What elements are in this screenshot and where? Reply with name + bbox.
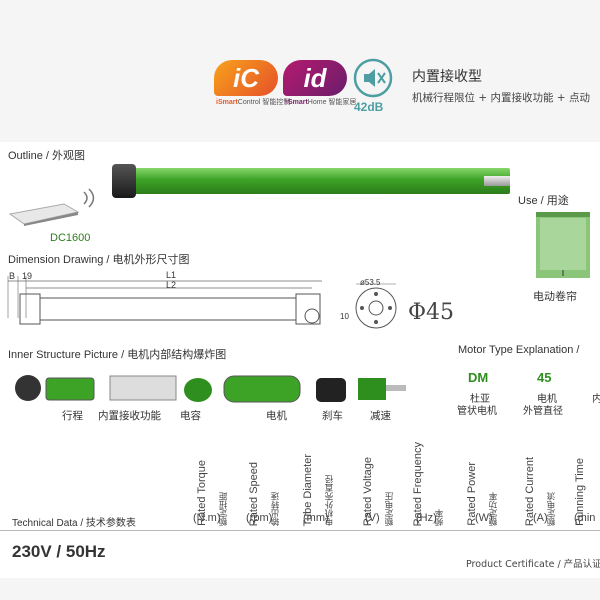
unit-voltage: (V) bbox=[365, 512, 380, 524]
dim-l2-label: L2 bbox=[166, 280, 177, 290]
dim-small-diameter: ø53.5 bbox=[360, 278, 381, 287]
outline-heading: Outline / 外观图 bbox=[8, 150, 86, 162]
part-label-brake: 刹车 bbox=[322, 410, 343, 422]
technical-data-heading: Technical Data / 技术参数表 bbox=[12, 518, 136, 529]
signal-wave-icon bbox=[83, 188, 95, 208]
unit-current: (A) bbox=[533, 512, 548, 524]
ismart-control-logo: iC bbox=[214, 60, 278, 96]
ismart-control-caption: iSmartControl 智能控制 bbox=[216, 99, 291, 106]
footer-band bbox=[0, 578, 600, 600]
mute-speaker-icon bbox=[353, 58, 393, 98]
unit-diameter: (mm) bbox=[303, 512, 329, 524]
motor-tube bbox=[118, 168, 510, 194]
table-divider bbox=[0, 530, 600, 531]
motor-shaft bbox=[484, 176, 510, 186]
unit-frequency: (Hz) bbox=[416, 512, 437, 524]
dim-b-label: B bbox=[9, 271, 16, 281]
product-subtitle: 机械行程限位 + 内置接收功能 + 点动 bbox=[412, 92, 590, 104]
motor-code-dm-desc-1: 杜亚 bbox=[470, 394, 490, 405]
ismart-home-logo: id bbox=[283, 60, 347, 96]
end-view-drawing bbox=[355, 283, 397, 329]
part-label-limit: 行程 bbox=[62, 410, 83, 422]
dimension-drawing bbox=[7, 276, 322, 325]
use-item: 电动卷帘 bbox=[533, 290, 577, 303]
motor-code-45: 45 bbox=[537, 370, 552, 385]
unit-speed: (rpm) bbox=[246, 512, 273, 524]
part-label-capacitor: 电容 bbox=[180, 410, 201, 422]
part-label-reducer: 减速 bbox=[370, 410, 391, 422]
ismart-home-caption: iSmartHome 智能家居 bbox=[286, 99, 357, 106]
dimension-heading: Dimension Drawing / 电机外形尺寸图 bbox=[8, 254, 190, 266]
dim-19-label: 19 bbox=[22, 271, 33, 281]
motor-code-third-desc: 内 bbox=[592, 394, 600, 405]
unit-power: (W) bbox=[475, 512, 493, 524]
unit-torque: (N.m) bbox=[193, 512, 221, 524]
voltage-spec: 230V / 50Hz bbox=[12, 542, 106, 561]
roller-blind-icon bbox=[536, 212, 590, 278]
tube-diameter-label: Φ45 bbox=[408, 300, 455, 325]
motor-code-45-desc-2: 外管直径 bbox=[523, 406, 563, 417]
unit-running-time: (min bbox=[574, 512, 596, 524]
exploded-view-drawing bbox=[15, 375, 406, 403]
dim-ten-label: 10 bbox=[340, 312, 349, 321]
motor-code-dm-desc-2: 管状电机 bbox=[457, 406, 497, 417]
motor-type-heading: Motor Type Explanation / bbox=[458, 344, 580, 356]
inner-structure-heading: Inner Structure Picture / 电机内部结构爆炸图 bbox=[8, 349, 227, 361]
motor-code-45-desc-1: 电机 bbox=[537, 394, 557, 405]
motor-code-dm: DM bbox=[468, 370, 489, 385]
noise-level: 42dB bbox=[354, 100, 384, 114]
remote-control-icon bbox=[8, 203, 80, 226]
part-label-motor: 电机 bbox=[266, 410, 287, 422]
use-heading: Use / 用途 bbox=[518, 195, 569, 207]
remote-model-label: DC1600 bbox=[50, 232, 91, 244]
product-title: 内置接收型 bbox=[412, 69, 482, 85]
dim-l1-label: L1 bbox=[166, 270, 177, 280]
motor-head bbox=[112, 164, 136, 198]
product-certificate-label: Product Certificate / 产品认证 bbox=[466, 559, 600, 570]
part-label-receiver: 内置接收功能 bbox=[98, 410, 161, 422]
